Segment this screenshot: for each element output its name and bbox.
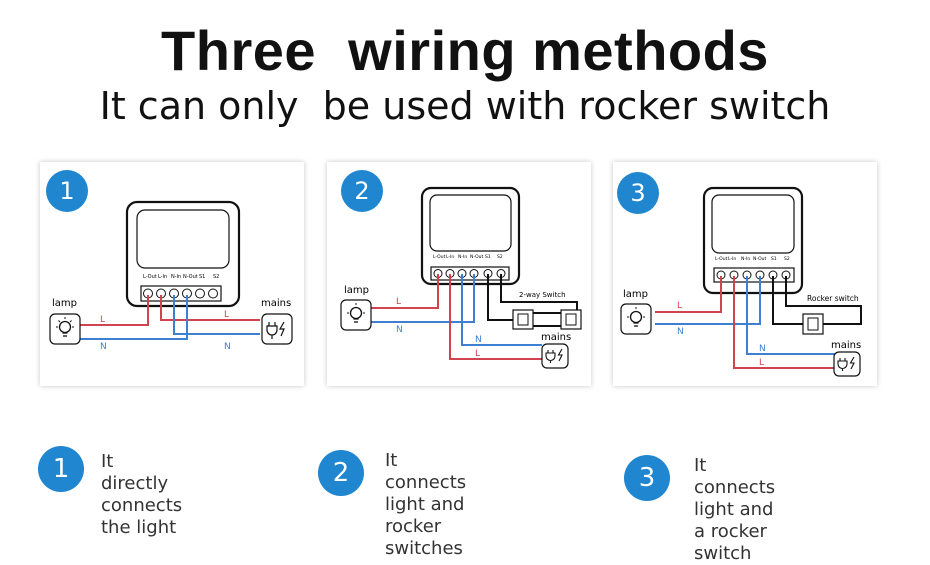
mains-label: mains — [541, 332, 571, 343]
wiring-diagram-3: L-Out L-In N-In N-Out S1 S2 Rocker switc… — [620, 186, 862, 377]
neutral-wire-mains — [746, 276, 835, 355]
legend-text: It connects light and a rocker switch — [694, 455, 776, 564]
panel-number-badge-1: 1 — [46, 170, 88, 212]
two-way-switch-icon — [512, 309, 582, 330]
neutral-wire-lamp — [655, 276, 761, 325]
wire-label-L: L — [475, 349, 480, 359]
lamp-label: lamp — [623, 289, 648, 300]
wiring-panel-2: 2 L-Out L-In N-In N-Out S1 S2 2-way Swit… — [327, 162, 591, 386]
wire-label-L: L — [100, 315, 105, 325]
terminal-label: L-Out — [143, 274, 157, 280]
terminal-label: N-Out — [470, 254, 484, 260]
terminal-label: N-In — [171, 274, 181, 280]
page-title: Three wiring methods — [161, 19, 769, 82]
terminal-label: N-In — [458, 254, 467, 260]
terminal-label: L-In — [728, 256, 736, 262]
lamp-label: lamp — [344, 285, 369, 296]
terminal-screws — [433, 269, 506, 278]
mains-label: mains — [831, 340, 861, 351]
live-wire-mains — [160, 295, 260, 321]
rocker-switch-icon — [802, 313, 824, 335]
wire-label-N: N — [475, 335, 482, 345]
live-wire-lamp — [655, 276, 722, 313]
panel-number-badge-2: 2 — [341, 170, 383, 212]
lamp-icon — [340, 299, 372, 331]
wiring-diagram-2: L-Out L-In N-In N-Out S1 S2 2-way Switch… — [340, 186, 582, 369]
live-wire-mains — [733, 276, 835, 369]
wiring-panel-3: 3 L-Out L-In N-In N-Out S1 S2 Rocker swi… — [613, 162, 877, 386]
terminal-label: S1 — [771, 256, 777, 262]
wire-label-N: N — [396, 325, 403, 335]
terminal-label: N-Out — [183, 274, 198, 280]
lamp-icon — [620, 303, 652, 335]
terminal-label: L-In — [158, 274, 167, 280]
terminal-label: S1 — [485, 254, 491, 260]
terminal-label: S1 — [199, 274, 205, 280]
wire-label-L: L — [759, 358, 764, 368]
legend-text: It connects light and rocker switches — [385, 450, 467, 559]
switch-wire-s1 — [487, 274, 515, 321]
terminal-label: L-Out — [433, 254, 446, 260]
wire-label-L: L — [396, 297, 401, 307]
switch-label: Rocker switch — [807, 294, 859, 303]
terminal-label: S2 — [497, 254, 503, 260]
legend-number-badge: 1 — [38, 446, 84, 492]
page-subtitle: It can only be used with rocker switch — [99, 84, 831, 128]
wire-label-L: L — [677, 301, 682, 311]
lamp-label: lamp — [52, 298, 77, 309]
legend-text: It directly connects the light — [101, 451, 183, 538]
switch-label: 2-way Switch — [519, 291, 566, 299]
terminal-label: S2 — [213, 274, 219, 280]
terminal-label: S2 — [784, 256, 790, 262]
terminal-label: L-Out — [715, 256, 728, 262]
wire-label-L: L — [224, 310, 229, 320]
neutral-wire-lamp — [371, 274, 475, 323]
wire-label-N: N — [759, 344, 766, 354]
neutral-wire-mains — [461, 274, 542, 346]
legend-number-badge: 2 — [318, 450, 364, 496]
lamp-icon — [49, 313, 81, 345]
plug-icon — [261, 313, 293, 345]
plug-icon — [541, 343, 569, 369]
live-wire-lamp — [371, 274, 439, 309]
switch-wire-s1 — [772, 276, 803, 325]
terminal-label: N-Out — [753, 256, 767, 262]
live-wire-mains — [449, 274, 542, 360]
wiring-diagram-1: L-Out L-In N-In N-Out S1 S2 L N L N lamp — [49, 200, 293, 352]
panel-number-badge-3: 3 — [617, 172, 659, 214]
terminal-label: N-In — [741, 256, 750, 262]
neutral-wire-lamp — [80, 295, 188, 340]
wiring-panel-1: 1 L-Out L-In N-In N-Out S1 S2 L N L N la… — [40, 162, 304, 386]
neutral-wire-mains — [173, 295, 260, 335]
plug-icon — [833, 351, 861, 377]
mains-label: mains — [261, 298, 291, 309]
wire-label-N: N — [677, 327, 684, 337]
switch-wire-s2 — [785, 276, 862, 325]
wire-label-N: N — [224, 342, 231, 352]
live-wire-lamp — [80, 295, 149, 326]
wire-label-N: N — [100, 342, 107, 352]
terminal-label: L-In — [446, 254, 454, 260]
legend-number-badge: 3 — [624, 455, 670, 501]
